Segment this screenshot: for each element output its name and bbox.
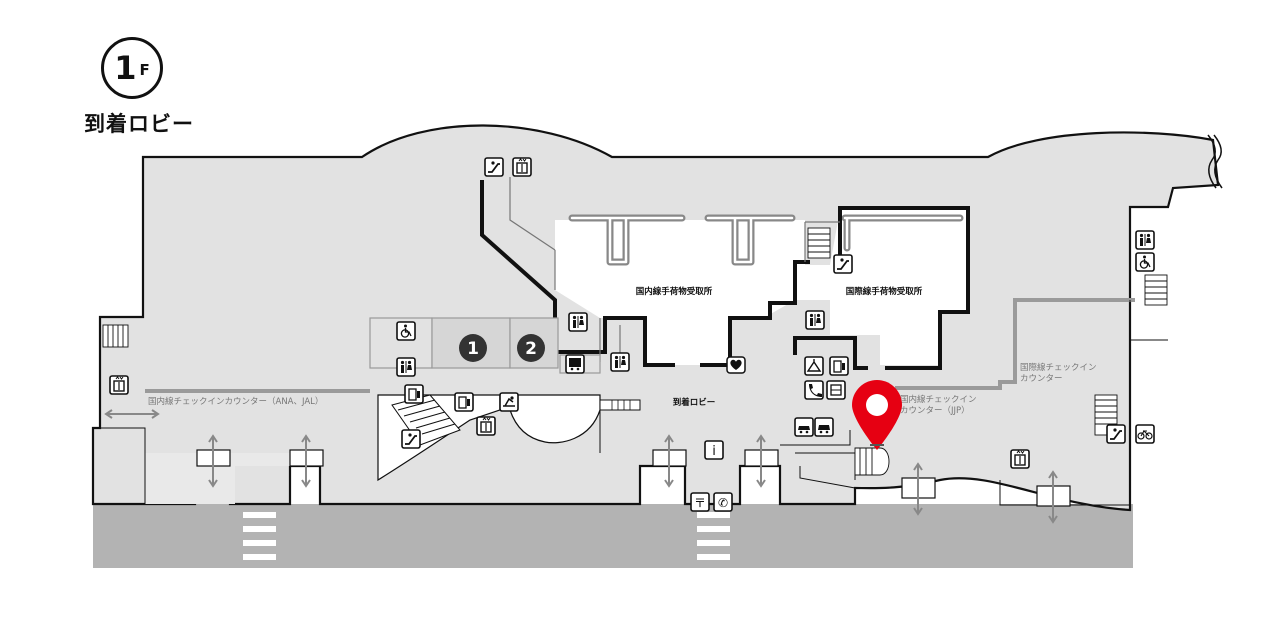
domestic-baggage-hall [555,220,805,365]
central-void [509,394,601,444]
restroom-icon [396,357,416,377]
elevator-icon [1010,449,1030,469]
escalator-icon [484,157,504,177]
marker-1-label: 1 [467,339,479,359]
info-glyph: i [712,444,716,459]
vending-icon [404,384,424,404]
floor-number: 1 [114,49,137,87]
marker-1 [459,334,487,362]
phone-icon [804,380,824,400]
locker-icon [826,380,846,400]
upper-right-stair [1144,274,1168,306]
escalator-icon [833,254,853,274]
vending-icon [829,356,849,376]
location-pin [852,380,902,450]
wheelchair-icon [396,321,416,341]
aed-icon [726,356,746,374]
phone-glyph: ✆ [718,496,728,510]
vending-icon [454,392,474,412]
crosswalk [697,512,730,560]
domestic-baggage-label: 国内線手荷物受取所 [636,286,713,297]
jjp-checkin-label-line1: 国内線チェックイン [900,394,977,405]
baby-care-icon [499,392,519,412]
bus-icon [565,354,585,374]
marker-2-label: 2 [525,339,537,359]
floor-suffix: F [139,61,150,79]
lobby-area [235,453,290,466]
intl-checkin-label-line2: カウンター [1020,374,1063,384]
restroom-icon [805,310,825,330]
cloakroom-icon [804,356,824,376]
marker-2 [517,334,545,362]
escalator-icon [401,429,421,449]
info-icon: i [704,440,724,460]
jjp-stair [854,447,890,476]
baggage-hall-stair [807,227,831,259]
partition [145,298,1135,393]
bicycle-icon [1135,424,1155,444]
post-glyph: 〒 [694,496,706,510]
parking-car-icon [794,417,814,437]
restroom-icon [568,312,588,332]
left-stair-tower [102,324,129,348]
domestic-checkin-label: 国内線チェックインカウンター（ANA、JAL） [148,396,323,407]
restroom-icon [610,352,630,372]
floor-title: 到着ロビー [84,112,194,136]
intl-checkin-label-line1: 国際線チェックイン [1020,362,1097,373]
phone-icon: ✆ [713,492,733,512]
international-baggage-label: 国際線手荷物受取所 [846,286,923,297]
arrival-lobby-label: 到着ロビー [673,397,716,408]
jjp-checkin-label-line2: カウンター（JJP） [900,405,970,416]
crosswalk [243,512,276,560]
post-icon: 〒 [690,492,710,512]
elevator-icon [476,416,496,436]
door-arrows [104,409,1058,524]
elevator-icon [109,375,129,395]
elevator-icon [512,157,532,177]
rental-car-icon [814,417,834,437]
wheelchair-icon [1135,252,1155,272]
restroom-icon [1135,230,1155,250]
escalator-icon [1106,424,1126,444]
